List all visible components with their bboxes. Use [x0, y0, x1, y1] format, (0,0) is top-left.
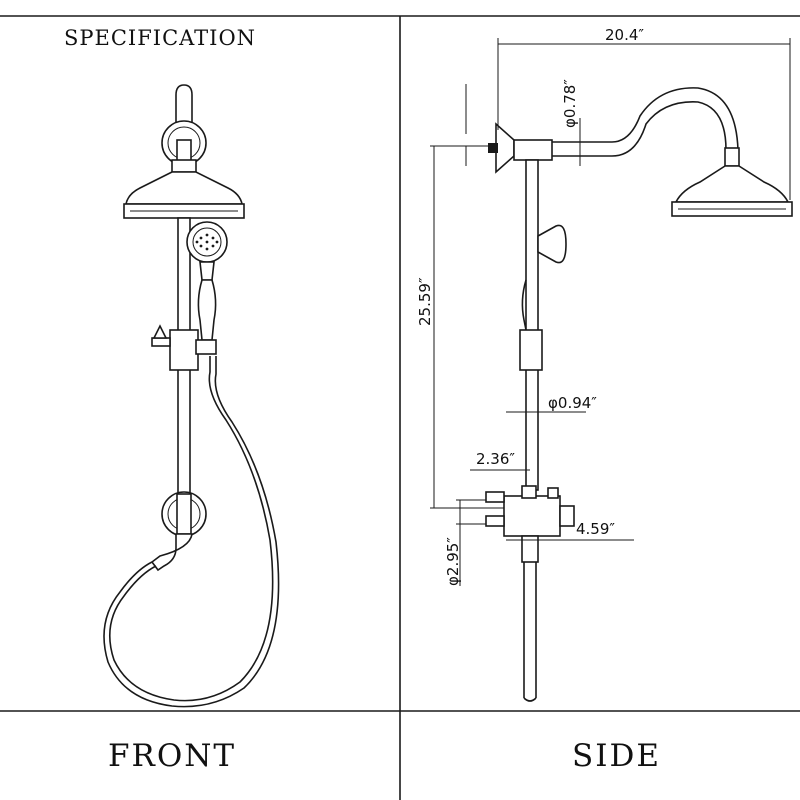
side-arm-bottom: [552, 101, 727, 157]
front-holder-knob: [151, 337, 171, 347]
dim-arm-label: φ0.78″: [561, 79, 579, 128]
side-valve-body: [503, 495, 561, 537]
side-hose: [523, 562, 537, 698]
side-inlet-bottom: [485, 515, 505, 527]
front-handheld-spray-holes: [195, 233, 219, 251]
front-holder-knob-cap: [152, 324, 168, 339]
side-rain-head: [674, 165, 790, 203]
front-handheld-face-inner: [192, 227, 222, 257]
front-rail: [177, 217, 191, 529]
front-outlet-elbow: [150, 533, 193, 572]
front-slide-bar-holder: [169, 329, 199, 371]
dim-height-label: 25.59″: [416, 277, 434, 326]
front-rain-head: [125, 171, 243, 205]
side-handheld-handle: [521, 279, 527, 331]
side-valve-knob: [547, 487, 559, 499]
front-hose-outer: [103, 356, 280, 708]
side-slide-bar-holder: [519, 329, 543, 371]
side-hose-end: [523, 697, 537, 702]
side-view: 20.4″ φ0.78″ 25.59″ φ0.94″ 2.36″ 4.59″ φ…: [416, 26, 793, 702]
front-head-nut: [171, 159, 197, 173]
side-arm-top: [552, 87, 739, 151]
front-handheld-neck: [199, 261, 215, 281]
dim-width-label: 20.4″: [605, 26, 644, 44]
front-view: [103, 84, 280, 708]
front-hose: [108, 356, 274, 702]
side-valve-handle: [559, 505, 575, 527]
dim-length-label: 4.59″: [576, 520, 615, 538]
side-wall-plate: [495, 122, 515, 174]
frame: [0, 15, 800, 800]
side-handheld-head: [537, 224, 567, 264]
front-handheld-handle: [197, 279, 217, 341]
side-rail: [525, 159, 539, 491]
side-head-nut: [724, 147, 740, 167]
front-bottom-stem: [176, 493, 192, 535]
side-bottom-outlet: [521, 535, 539, 563]
side-tee: [513, 139, 553, 161]
side-wall-stub: [488, 143, 498, 153]
side-valve-collar: [521, 485, 537, 499]
front-arm: [175, 84, 193, 150]
dim-depth-label: 2.36″: [476, 450, 515, 468]
front-label: FRONT: [108, 738, 236, 774]
side-inlet-top: [485, 491, 505, 503]
side-label: SIDE: [572, 738, 661, 774]
dim-rail-label: φ0.94″: [548, 394, 597, 412]
spec-title: SPECIFICATION: [64, 26, 256, 50]
front-holder-clip: [195, 339, 217, 355]
dim-inlet-label: φ2.95″: [444, 537, 462, 586]
